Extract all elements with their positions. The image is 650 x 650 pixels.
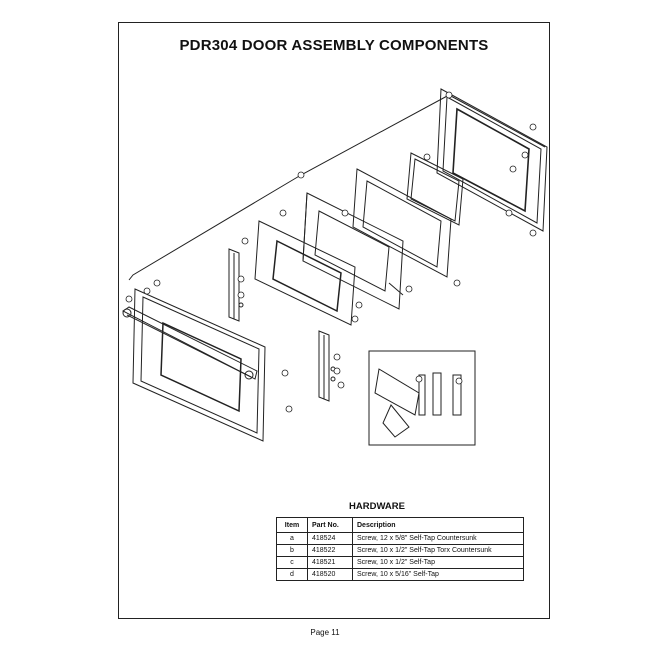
table-row: c 418521 Screw, 10 x 1/2" Self-Tap: [276, 556, 524, 569]
page-title: PDR304 DOOR ASSEMBLY COMPONENTS: [179, 37, 489, 54]
row-part-no: 418524: [307, 532, 353, 545]
right-hinge-bracket: [318, 330, 336, 402]
table-row: a 418524 Screw, 12 x 5/8" Self-Tap Count…: [276, 532, 524, 545]
middle-glass-frame: [352, 168, 452, 278]
row-part-no: 418522: [307, 544, 353, 557]
row-item: a: [276, 532, 308, 545]
row-item: d: [276, 568, 308, 581]
window-glass: [406, 152, 464, 226]
table-row: d 418520 Screw, 10 x 5/16" Self-Tap: [276, 568, 524, 581]
left-hinge-bracket: [228, 248, 244, 322]
row-description: Screw, 10 x 1/2" Self-Tap Torx Countersu…: [352, 544, 524, 557]
inner-window-pack: [302, 192, 404, 310]
header-description: Description: [352, 517, 524, 533]
hinge-detail-inset: [368, 350, 476, 446]
callout-markers: [125, 91, 537, 413]
header-item: Item: [276, 517, 308, 533]
row-item: c: [276, 556, 308, 569]
row-part-no: 418521: [307, 556, 353, 569]
row-part-no: 418520: [307, 568, 353, 581]
exploded-door-diagram: [122, 88, 548, 446]
hardware-table: Item Part No. Description a 418524 Screw…: [276, 517, 524, 581]
hardware-header-row: Item Part No. Description: [276, 517, 524, 533]
row-description: Screw, 10 x 5/16" Self-Tap: [352, 568, 524, 581]
row-item: b: [276, 544, 308, 557]
row-description: Screw, 12 x 5/8" Self-Tap Countersunk: [352, 532, 524, 545]
row-description: Screw, 10 x 1/2" Self-Tap: [352, 556, 524, 569]
page-number: Page 11: [310, 628, 340, 637]
table-row: b 418522 Screw, 10 x 1/2" Self-Tap Torx …: [276, 544, 524, 557]
hardware-title: HARDWARE: [349, 501, 405, 512]
assembly-leader-line: [128, 94, 450, 281]
page-frame: PDR304 DOOR ASSEMBLY COMPONENTS: [118, 22, 550, 619]
outer-door-panel: [436, 88, 548, 232]
front-door-panel: [122, 288, 266, 442]
inner-door-liner: [254, 220, 356, 326]
header-part-no: Part No.: [307, 517, 353, 533]
